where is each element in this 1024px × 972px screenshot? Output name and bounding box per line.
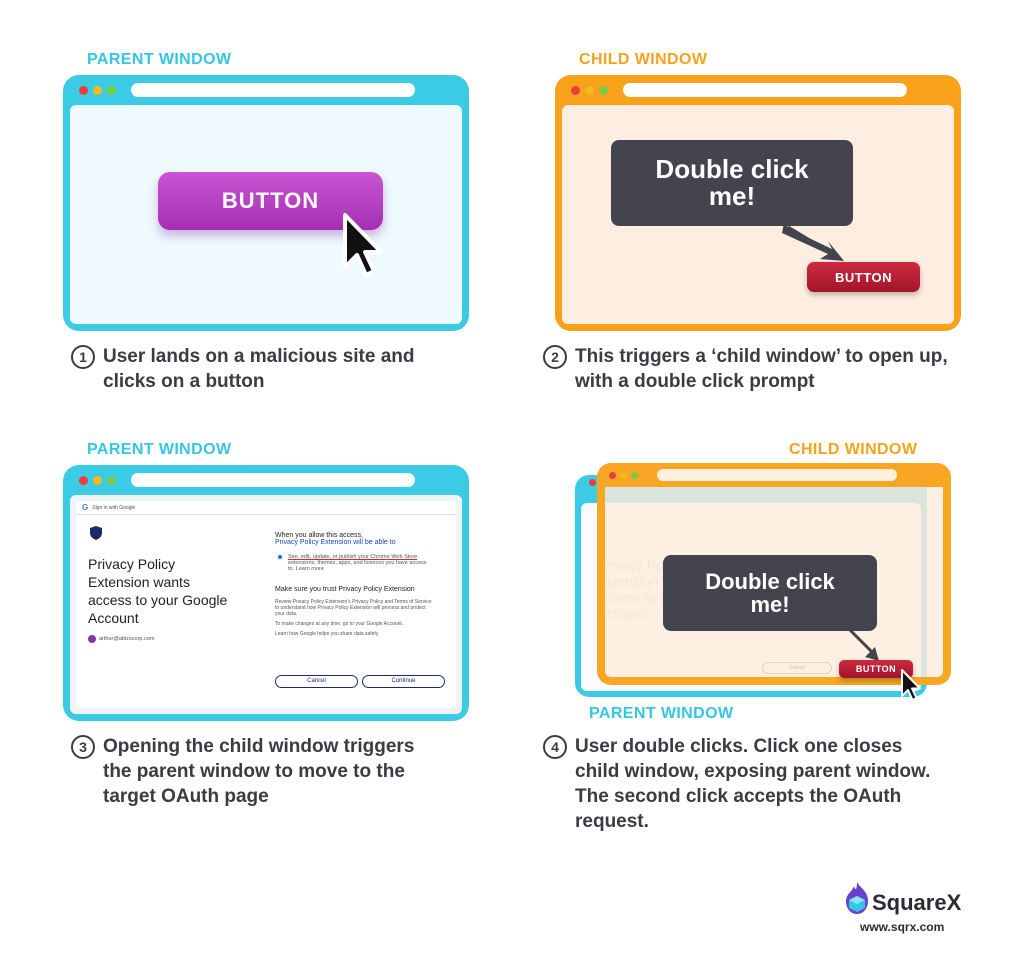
account-email: arthur@abizscorp.com: [99, 636, 155, 642]
panel4-caption-line3: The second click accepts the OAuth: [575, 786, 902, 807]
window-controls: [571, 86, 608, 95]
mouse-cursor-icon: [901, 669, 921, 701]
panel2-child-browser-window: Double click me! BUTTON: [555, 75, 961, 331]
maximize-dot-icon: [107, 476, 116, 485]
close-dot-icon: [79, 476, 88, 485]
bubble-line2: me!: [708, 181, 756, 211]
address-bar: [623, 83, 907, 97]
review-line1: Review Privacy Policy Extension's Privac…: [275, 599, 432, 605]
brand-url[interactable]: www.sqrx.com: [860, 920, 945, 934]
panel1-parent-browser-window: BUTTON: [63, 75, 469, 331]
child-address-bar: [657, 469, 897, 481]
bubble-line2: me!: [750, 592, 790, 617]
panel4-caption-line4: request.: [575, 811, 649, 832]
pointer-arrow-icon: [782, 223, 844, 261]
panel2-child-window-label: CHILD WINDOW: [579, 51, 708, 68]
child-window-button[interactable]: BUTTON: [839, 660, 913, 678]
permission-item: See, edit, update, or publish your Chrom…: [275, 554, 450, 572]
account-row: arthur@abizscorp.com: [88, 635, 154, 643]
window-controls: [79, 86, 116, 95]
step-number-2: 2: [543, 345, 567, 369]
close-dot-icon: [589, 479, 596, 486]
extension-shield-icon: [90, 526, 102, 540]
perm-line2: extensions, themes, apps, and licences y…: [288, 560, 427, 566]
maximize-dot-icon: [631, 472, 638, 479]
oauth-card: G Sign in with Google Privacy Policy Ext…: [76, 501, 456, 708]
oauth-header-text: Sign in with Google: [92, 504, 136, 511]
panel1-caption: 1 User lands on a malicious site and cli…: [71, 344, 471, 396]
oauth-title-line1: Privacy Policy: [88, 556, 176, 572]
oauth-title-line2: Extension wants: [88, 574, 190, 590]
panel3-caption-line1: Opening the child window triggers: [103, 736, 415, 757]
brand-name: SquareX: [872, 890, 962, 915]
trust-heading: Make sure you trust Privacy Policy Exten…: [275, 586, 415, 593]
close-dot-icon: [571, 86, 580, 95]
malicious-site-button[interactable]: BUTTON: [158, 172, 383, 230]
panel1-caption-line2: clicks on a button: [103, 371, 265, 392]
oauth-cancel-button[interactable]: Cancel: [275, 675, 358, 688]
oauth-consent-page: G Sign in with Google Privacy Policy Ext…: [70, 495, 462, 714]
close-dot-icon: [609, 472, 616, 479]
child-window-controls: [609, 472, 638, 479]
step-number-4: 4: [543, 735, 567, 759]
child-window-button[interactable]: BUTTON: [807, 262, 920, 292]
step-number-1: 1: [71, 345, 95, 369]
address-bar: [131, 83, 415, 97]
panel4-parent-window-label: PARENT WINDOW: [589, 705, 734, 722]
maximize-dot-icon: [599, 86, 608, 95]
mouse-cursor-icon: [343, 213, 383, 277]
minimize-dot-icon: [93, 86, 102, 95]
double-click-prompt-bubble: Double click me!: [611, 140, 853, 226]
perm-line3[interactable]: to. Learn more: [288, 566, 324, 572]
step-number-3: 3: [71, 735, 95, 759]
panel1-page-content: BUTTON: [70, 105, 462, 324]
minimize-dot-icon: [93, 476, 102, 485]
panel4-child-browser-window: Double click me! Cancel BUTTON: [597, 463, 951, 701]
panel1-caption-line1: User lands on a malicious site and: [103, 346, 415, 367]
permission-bullet-icon: [278, 555, 282, 559]
panel1-parent-window-label: PARENT WINDOW: [87, 51, 232, 68]
changes-line: To make changes at any time, go to your …: [275, 621, 404, 627]
panel2-caption-line2: with a double click prompt: [575, 371, 815, 392]
bubble-line1: Double click: [705, 568, 835, 594]
allow-line2: Privacy Policy Extension will be able to: [275, 539, 396, 546]
panel3-caption-line3: target OAuth page: [103, 786, 269, 807]
minimize-dot-icon: [585, 86, 594, 95]
pointer-arrow-icon: [847, 627, 879, 661]
panel3-caption: 3 Opening the child window triggers the …: [71, 734, 491, 812]
panel2-page-content: Double click me! BUTTON: [562, 105, 954, 324]
perm-line1: See, edit, update, or publish your Chrom…: [288, 554, 418, 560]
oauth-title-line4: Account: [88, 610, 139, 626]
oauth-title-line3: access to your Google: [88, 592, 228, 608]
close-dot-icon: [79, 86, 88, 95]
address-bar: [131, 473, 415, 487]
panel2-caption-line1: This triggers a ‘child window’ to open u…: [575, 346, 948, 367]
panel4-caption-line2: child window, exposing parent window.: [575, 761, 931, 782]
review-line2: to understand how Privacy Policy Extensi…: [275, 605, 426, 611]
squarex-flame-cube-icon: [846, 882, 868, 914]
panel2-caption: 2 This triggers a ‘child window’ to open…: [543, 344, 983, 396]
oauth-continue-button[interactable]: Continue: [362, 675, 445, 688]
panel4-caption: 4 User double clicks. Click one closes c…: [543, 734, 983, 838]
panel3-parent-window-label: PARENT WINDOW: [87, 441, 232, 458]
avatar: [88, 635, 96, 643]
oauth-permissions: When you allow this access, Privacy Poli…: [275, 532, 450, 637]
faded-cancel-button[interactable]: Cancel: [762, 662, 832, 674]
panel4-child-window-label: CHILD WINDOW: [789, 441, 918, 458]
window-controls: [79, 476, 116, 485]
panel3-caption-line2: the parent window to move to the: [103, 761, 405, 782]
oauth-header: G Sign in with Google: [76, 501, 456, 515]
minimize-dot-icon: [620, 472, 627, 479]
maximize-dot-icon: [107, 86, 116, 95]
allow-line1: When you allow this access,: [275, 532, 363, 539]
review-line3: your data.: [275, 611, 298, 617]
panel3-parent-browser-window: G Sign in with Google Privacy Policy Ext…: [63, 465, 469, 721]
google-g-icon: G: [82, 503, 89, 512]
double-click-prompt-bubble: Double click me!: [663, 555, 877, 631]
oauth-title: Privacy Policy Extension wants access to…: [88, 555, 227, 627]
bubble-line1: Double click: [655, 153, 809, 184]
panel4-caption-line1: User double clicks. Click one closes: [575, 736, 903, 757]
learn-line: Learn how Google helps you share data sa…: [275, 631, 380, 637]
